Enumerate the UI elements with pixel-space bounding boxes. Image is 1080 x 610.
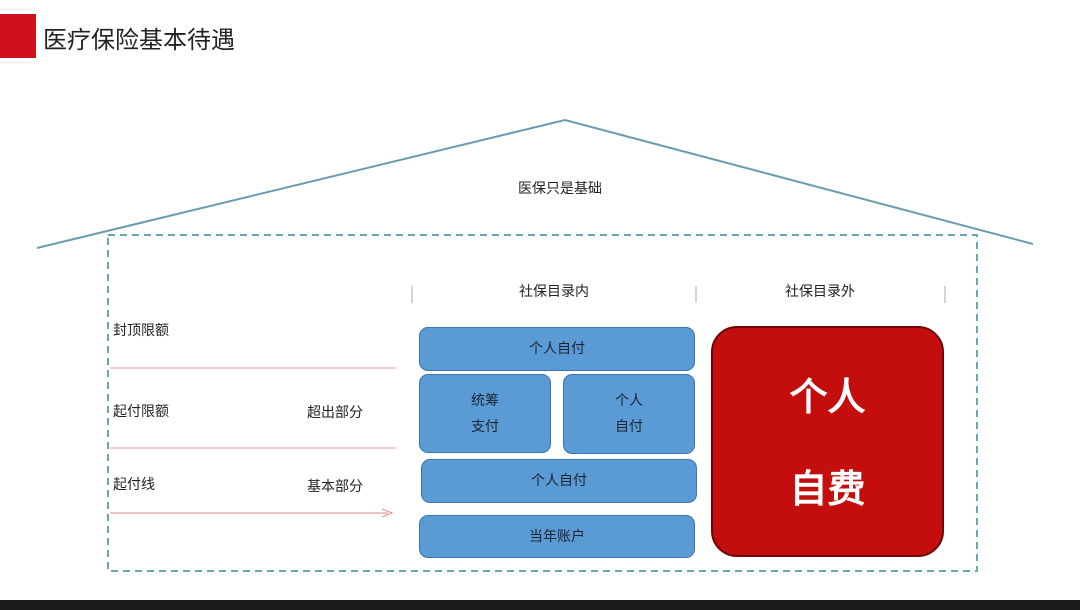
block-self-pay-lower: 个人自付 bbox=[421, 459, 697, 503]
block-self-pay-mid-line1: 个人 bbox=[615, 393, 643, 409]
label-start-limit: 起付限额 bbox=[113, 404, 169, 420]
block-pooled-payment: 统筹 支付 bbox=[419, 374, 551, 453]
label-excess-part: 超出部分 bbox=[307, 405, 363, 421]
block-pooled-line2: 支付 bbox=[471, 418, 499, 435]
block-self-pay-top: 个人自付 bbox=[419, 327, 695, 371]
block-pooled-line1: 统筹 bbox=[471, 392, 499, 409]
bottom-strip bbox=[0, 600, 1080, 610]
label-start-line: 起付线 bbox=[113, 477, 155, 493]
self-funded-line2: 自费 bbox=[789, 467, 866, 511]
block-current-account-label: 当年账户 bbox=[529, 528, 585, 545]
title-bar: 医疗保险基本待遇 bbox=[0, 14, 400, 58]
block-current-account: 当年账户 bbox=[419, 515, 695, 558]
page-title: 医疗保险基本待遇 bbox=[43, 26, 235, 54]
block-self-pay-top-label: 个人自付 bbox=[529, 341, 585, 357]
column-header-inside: 社保目录内 bbox=[519, 284, 589, 300]
arrow-head-icon bbox=[381, 508, 394, 518]
label-basic-part: 基本部分 bbox=[307, 479, 363, 495]
title-accent-block bbox=[0, 14, 36, 58]
self-funded-line1: 个人 bbox=[789, 375, 866, 419]
block-out-of-catalog-self-funded: 个人 自费 bbox=[711, 326, 944, 557]
house-body-dashed bbox=[107, 234, 978, 572]
roof-label: 医保只是基础 bbox=[518, 181, 602, 197]
label-cap-limit: 封顶限额 bbox=[113, 323, 169, 339]
block-self-pay-lower-label: 个人自付 bbox=[531, 473, 587, 489]
block-self-pay-mid: 个人 自付 bbox=[563, 374, 695, 454]
roof-line bbox=[36, 118, 1034, 249]
block-self-pay-mid-line2: 自付 bbox=[615, 419, 643, 435]
column-header-outside: 社保目录外 bbox=[785, 284, 855, 300]
